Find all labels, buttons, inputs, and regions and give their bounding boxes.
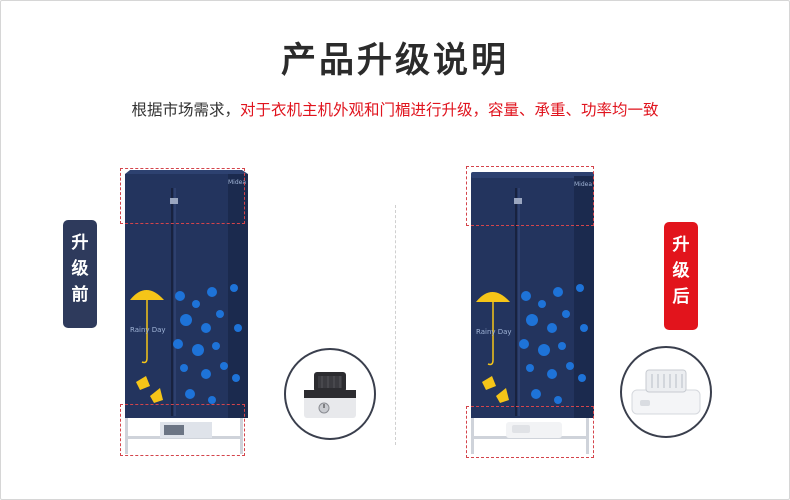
badge-char: 升 <box>672 235 690 255</box>
badge-char: 后 <box>672 287 690 307</box>
wardrobe-brand: Midea <box>228 179 246 186</box>
after-top-highlight-box <box>466 166 594 226</box>
before-upgrade-badge: 升 级 前 <box>63 220 97 328</box>
page-subtitle: 根据市场需求，对于衣机主机外观和门楣进行升级，容量、承重、功率均一致 <box>0 98 790 120</box>
badge-char: 升 <box>71 233 89 253</box>
page-title: 产品升级说明 <box>280 41 509 81</box>
wardrobe-tagline: Rainy Day <box>130 326 166 334</box>
badge-char: 级 <box>71 259 89 279</box>
after-upgrade-badge: 升 级 后 <box>664 222 698 330</box>
after-bottom-highlight-box <box>466 406 594 458</box>
wardrobe-brand: Midea <box>574 181 592 188</box>
before-bottom-highlight-box <box>120 404 245 456</box>
subtitle-plain: 根据市场需求， <box>131 101 240 119</box>
badge-char: 前 <box>71 285 89 305</box>
wardrobe-after: Midea Rainy Day <box>466 166 606 458</box>
subtitle-highlight: 对于衣机主机外观和门楣进行升级，容量、承重、功率均一致 <box>240 101 659 119</box>
wardrobe-before: Midea Rainy Day <box>120 168 260 458</box>
badge-char: 级 <box>672 261 690 281</box>
after-heater-zoom <box>620 346 712 438</box>
before-heater-zoom <box>284 348 376 440</box>
before-top-highlight-box <box>120 168 245 224</box>
wardrobe-tagline: Rainy Day <box>476 328 512 336</box>
center-divider <box>395 205 396 445</box>
